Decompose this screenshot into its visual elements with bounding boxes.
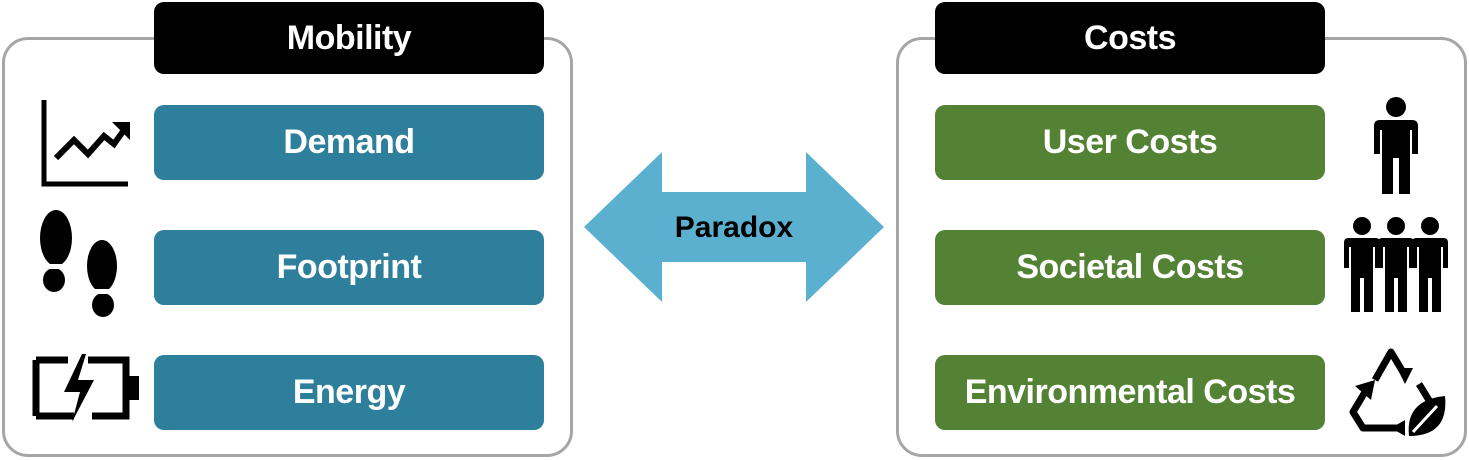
mobility-header: Mobility xyxy=(154,2,544,74)
user-costs-box: User Costs xyxy=(935,105,1325,180)
footprint-box: Footprint xyxy=(154,230,544,305)
recycle-leaf-icon xyxy=(1349,348,1446,436)
costs-header: Costs xyxy=(935,2,1325,74)
person-icon xyxy=(1374,97,1418,194)
paradox-label: Paradox xyxy=(674,211,794,244)
societal-costs-box: Societal Costs xyxy=(935,230,1325,305)
footprints-icon xyxy=(38,210,120,317)
battery-charging-icon xyxy=(32,354,139,422)
paradox-double-arrow xyxy=(584,152,884,302)
growth-chart-icon xyxy=(41,100,130,187)
energy-box: Energy xyxy=(154,355,544,430)
environmental-costs-box: Environmental Costs xyxy=(935,355,1325,430)
group-of-people-icon xyxy=(1344,217,1448,312)
demand-box: Demand xyxy=(154,105,544,180)
